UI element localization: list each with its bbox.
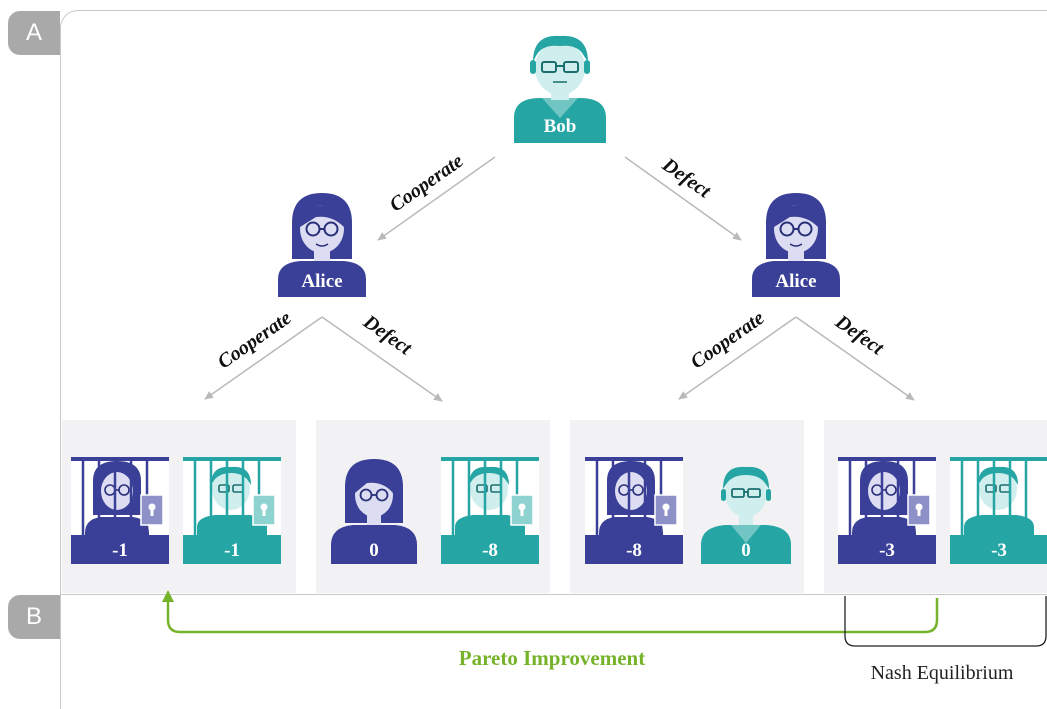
outcome-3-alice-payoff: -8	[626, 540, 642, 561]
nash-equilibrium-label: Nash Equilibrium	[871, 662, 1014, 684]
outcome-4-bob-jailed: -3	[950, 457, 1047, 564]
panel-label-b: B	[8, 595, 60, 639]
edge-alice-left-defect	[321, 316, 443, 402]
pareto-improvement-arrow	[162, 590, 939, 634]
edge-alice-right-cooperate	[678, 316, 797, 400]
pareto-improvement-label: Pareto Improvement	[459, 646, 645, 670]
bob-root-node: Bob	[514, 35, 606, 143]
outcome-4-bob-payoff: -3	[991, 540, 1007, 561]
outcome-1-alice-payoff: -1	[112, 540, 128, 561]
outcome-1-alice-jailed: -1	[71, 457, 169, 564]
outcome-4-alice-jailed: -3	[838, 457, 936, 564]
panel-divider	[60, 594, 1047, 595]
outcome-3-bob-payoff: 0	[741, 540, 751, 561]
edge-label-right-cooperate: Cooperate	[687, 307, 769, 374]
outcome-2-bob-jailed: -8	[441, 457, 539, 564]
outcome-3-alice-jailed: -8	[585, 457, 683, 564]
outcome-3-bob-free: 0	[701, 466, 791, 564]
nash-equilibrium-bracket	[844, 596, 1047, 647]
alice-node-left: Alice	[278, 193, 366, 297]
edge-bob-defect	[624, 156, 742, 241]
edge-bob-cooperate	[377, 156, 496, 241]
outcome-2-alice-free: 0	[331, 459, 417, 564]
outcome-1-bob-payoff: -1	[224, 540, 240, 561]
outcome-1-bob-jailed: -1	[183, 457, 281, 564]
bob-name-label: Bob	[544, 116, 577, 137]
panel-label-a: A	[8, 11, 60, 55]
outcome-2-alice-payoff: 0	[369, 540, 379, 561]
edge-label-bob-defect: Defect	[657, 153, 715, 203]
edge-label-right-defect: Defect	[830, 310, 888, 360]
outcome-2-bob-payoff: -8	[482, 540, 498, 561]
alice-name-label-left: Alice	[301, 271, 342, 292]
alice-name-label-right: Alice	[775, 271, 816, 292]
outcome-4-alice-payoff: -3	[879, 540, 895, 561]
edge-label-left-defect: Defect	[358, 310, 416, 360]
edge-alice-right-defect	[795, 316, 915, 401]
panel-frame	[60, 10, 1047, 709]
edge-alice-left-cooperate	[204, 316, 323, 400]
alice-node-right: Alice	[752, 193, 840, 297]
